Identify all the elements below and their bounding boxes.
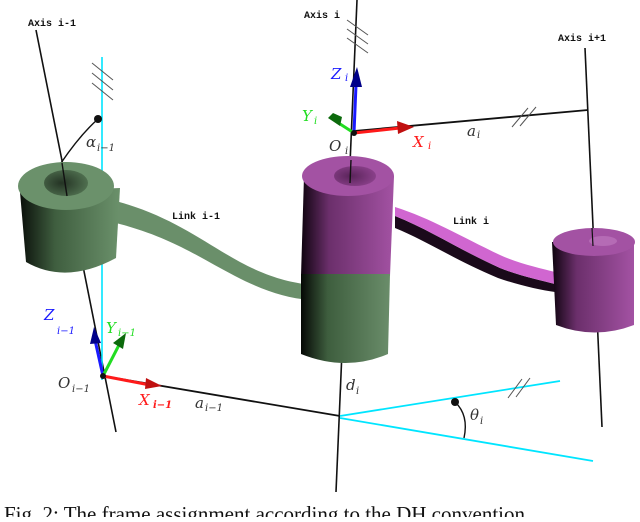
axis-i-hash-marks <box>346 19 369 54</box>
o-i-minus-1-subscript: i−1 <box>72 384 90 395</box>
z-i-symbol: Z <box>330 65 342 83</box>
frame-i: Z i Y i O i X i a i <box>302 65 589 157</box>
axis-i-label: Axis i <box>304 10 340 22</box>
alpha-angle-marker: α i−1 <box>60 115 115 164</box>
link-i-minus-1 <box>112 200 310 300</box>
a-i-minus-1-symbol: a <box>195 394 204 412</box>
o-i-symbol: O <box>329 137 341 155</box>
joint-i-plus-1-cylinder <box>552 227 635 333</box>
link-i-minus-1-label: Link i-1 <box>172 211 220 223</box>
z-i-minus-1-subscript: i−1 <box>57 326 75 337</box>
x-i-minus-1-subscript: i−1 <box>153 400 172 411</box>
a-i-subscript: i <box>477 130 480 141</box>
a-i-symbol: a <box>467 122 476 140</box>
x-i-minus-1-symbol: X <box>138 391 151 409</box>
theta-subscript: i <box>480 416 483 427</box>
alpha-subscript: i−1 <box>97 143 115 154</box>
o-i-minus-1-symbol: O <box>58 374 70 392</box>
z-i-minus-1-symbol: Z <box>43 306 55 324</box>
joint-i-cylinder <box>301 156 394 363</box>
link-i-label: Link i <box>453 216 489 228</box>
link-i-shadow <box>395 216 555 292</box>
y-i-minus-1-subscript: i−1 <box>118 328 136 339</box>
theta-symbol: θ <box>470 406 479 424</box>
axis-i-minus-1-label: Axis i-1 <box>28 18 76 30</box>
o-i-subscript: i <box>345 146 348 157</box>
y-i-minus-1-symbol: Y <box>106 319 118 337</box>
y-i-subscript: i <box>314 116 317 127</box>
theta-angle: θ i <box>339 377 594 462</box>
x-i-subscript: i <box>428 141 431 152</box>
z-i-subscript: i <box>345 73 348 84</box>
a-i-hash-marks <box>511 106 537 128</box>
x-i-symbol: X <box>412 133 425 151</box>
a-i-minus-1-subscript: i−1 <box>205 403 223 414</box>
figure-caption: Fig. 2: The frame assignment according t… <box>4 502 525 517</box>
axis-i-plus-1-label: Axis i+1 <box>558 33 606 45</box>
joint-i-minus-1-cylinder <box>18 162 120 273</box>
y-i-symbol: Y <box>302 107 314 125</box>
frame-i-minus-1: Z i−1 Y i−1 O i−1 X i−1 a i−1 <box>43 306 341 417</box>
parallel-hash-marks <box>91 62 114 101</box>
d-i-subscript: i <box>356 386 359 397</box>
link-i <box>395 207 555 284</box>
d-i-symbol: d <box>346 376 356 394</box>
alpha-symbol: α <box>86 133 96 151</box>
theta-hash-marks <box>507 377 531 399</box>
